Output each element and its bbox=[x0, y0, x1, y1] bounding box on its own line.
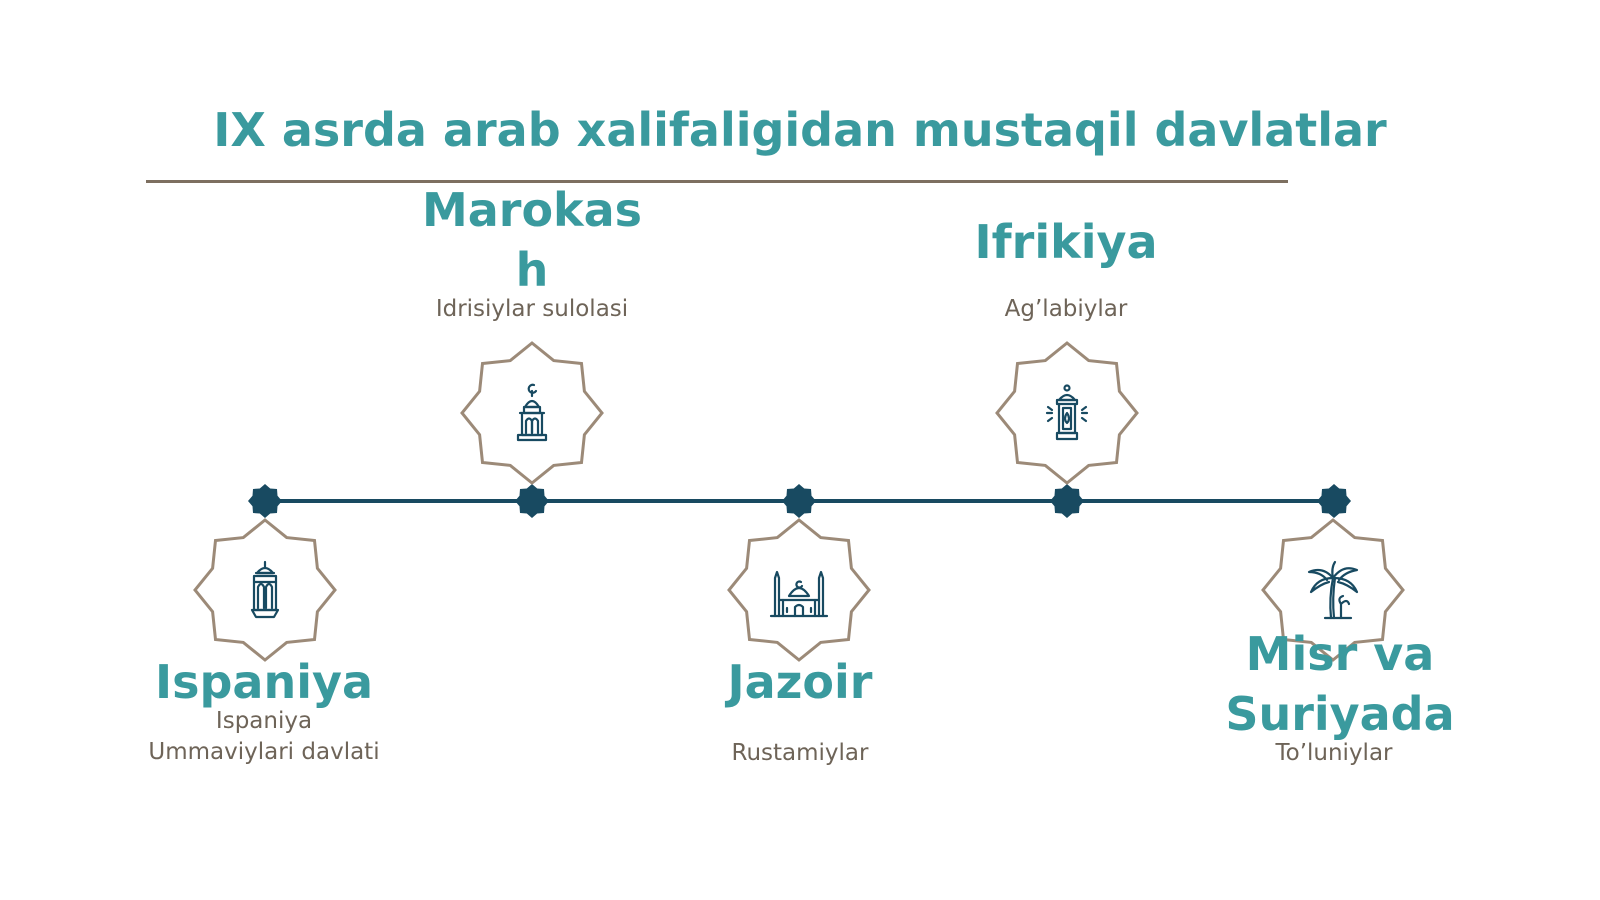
badge-ispaniya bbox=[193, 518, 337, 662]
mosque-icon bbox=[769, 570, 829, 618]
subtitle-misr: To’luniylar bbox=[1275, 740, 1393, 766]
lantern-icon bbox=[250, 560, 280, 619]
heading-marokash: Marokash bbox=[421, 183, 643, 297]
timeline-marker-3 bbox=[782, 484, 816, 518]
subtitle-marokash: Idrisiylar sulolasi bbox=[435, 296, 629, 322]
timeline-marker-4 bbox=[1050, 484, 1084, 518]
timeline-marker-5 bbox=[1317, 484, 1351, 518]
lamp-icon bbox=[1045, 384, 1089, 441]
subtitle-jazoir: Rustamiylar bbox=[731, 740, 869, 766]
subtitle-ifrikiya: Ag’labiylar bbox=[1004, 296, 1128, 322]
heading-ispaniya: Ispaniya bbox=[154, 655, 373, 709]
heading-misr: Misr va Suriyada bbox=[1225, 627, 1455, 741]
heading-ifrikiya: Ifrikiya bbox=[974, 215, 1158, 269]
badge-marokash bbox=[460, 341, 604, 485]
timeline-marker-1 bbox=[248, 484, 282, 518]
timeline-marker-2 bbox=[515, 484, 549, 518]
subtitle-ispaniya: Ispaniya Ummaviylari davlati bbox=[148, 708, 380, 765]
badge-jazoir bbox=[727, 518, 871, 662]
badge-misr bbox=[1261, 518, 1405, 662]
minaret-icon bbox=[516, 383, 548, 442]
page-title: IX asrda arab xalifaligidan mustaqil dav… bbox=[213, 103, 1387, 157]
badge-ifrikiya bbox=[995, 341, 1139, 485]
heading-jazoir: Jazoir bbox=[727, 655, 873, 709]
title-divider bbox=[146, 180, 1288, 183]
palm-tree-icon bbox=[1307, 560, 1359, 620]
